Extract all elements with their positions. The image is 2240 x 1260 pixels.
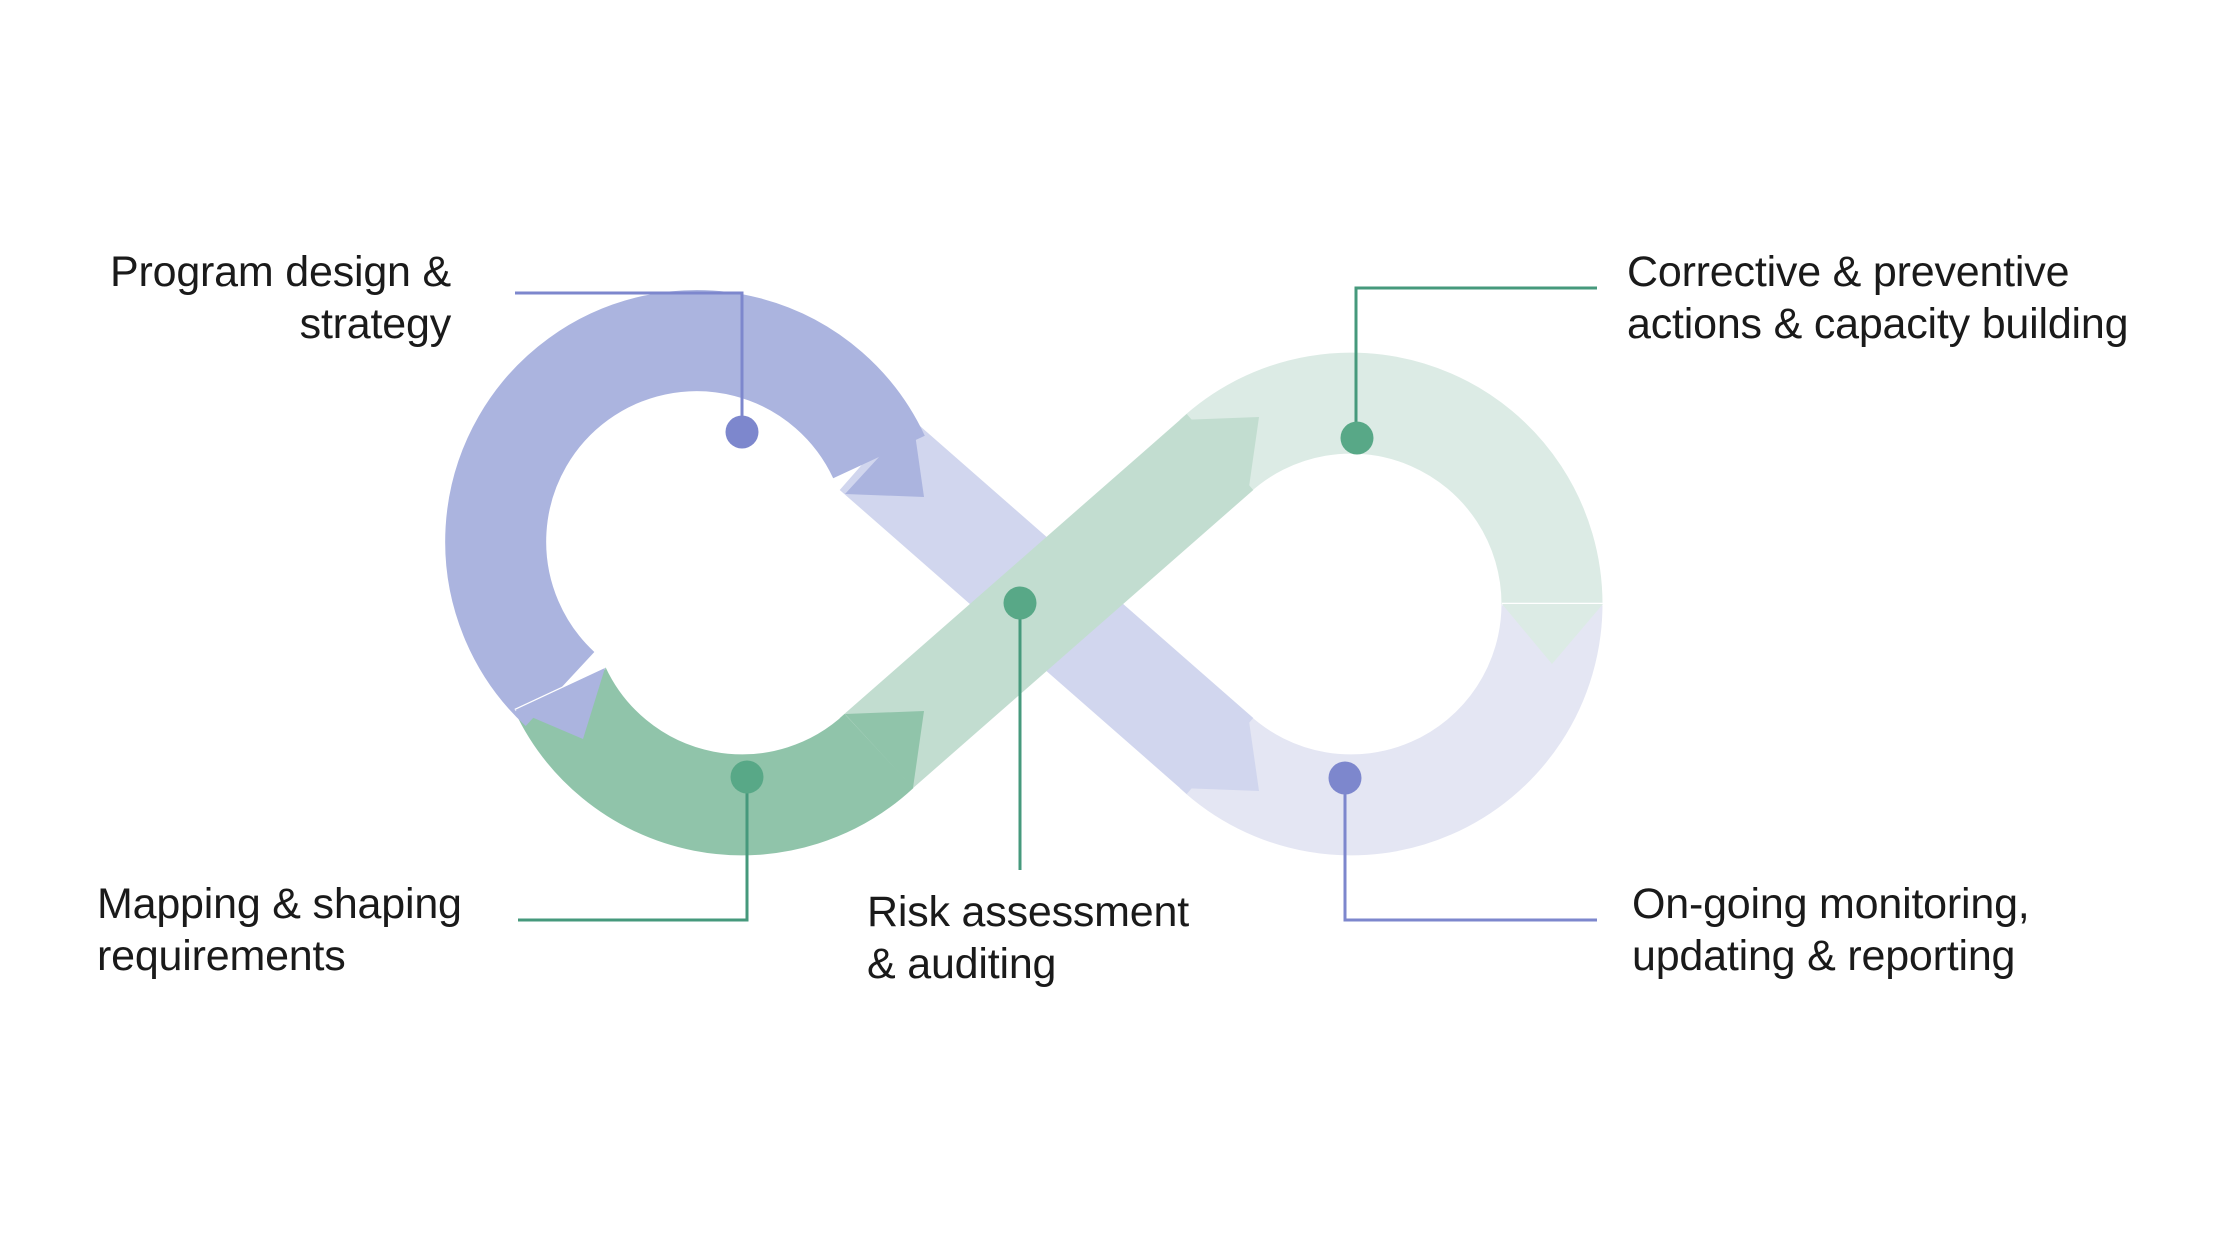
stage-label-mapping: Mapping & shaping requirements [97,878,462,982]
chevron-light-purple [1180,714,1259,791]
stage-label-line: updating & reporting [1632,932,2016,980]
segment-arc-ongoing [1179,602,1603,856]
connector-program [515,291,744,432]
chevron-medium-green [845,711,924,788]
stage-label-program: Program design & strategy [110,246,451,350]
stage-label-line: Mapping & shaping [97,880,462,928]
stage-dot-risk [1003,586,1037,620]
stage-label-line: & auditing [867,940,1057,988]
segment-arc-program [445,290,925,726]
chevron-light-green [1180,417,1259,494]
connector-mapping [518,777,749,922]
stage-label-line: Corrective & preventive [1627,248,2070,296]
segment-arc-mapping [514,666,914,856]
stage-dot-program [725,415,759,449]
stage-label-line: On-going monitoring, [1632,880,2030,928]
stage-dot-mapping [730,760,764,794]
stage-label-risk: Risk assessment & auditing [867,886,1189,990]
stage-label-line: requirements [97,932,346,980]
stage-label-line: strategy [299,300,452,348]
stage-label-line: Risk assessment [867,888,1189,936]
chevron-medium-purple [515,668,605,739]
stage-dot-ongoing [1328,761,1362,795]
stage-label-line: actions & capacity building [1627,300,2129,348]
chevron-pale-green [1502,604,1603,664]
connector-corrective [1354,286,1597,438]
stage-label-line: Program design & [110,248,451,296]
chevron-medium-purple-cross [845,420,924,497]
stage-label-corrective: Corrective & preventive actions & capaci… [1627,246,2129,350]
ribbon-light-green [839,414,1254,794]
segment-arc-corrective [1179,352,1603,606]
stage-dot-corrective [1340,421,1374,455]
stage-label-ongoing: On-going monitoring, updating & reportin… [1632,878,2030,982]
connector-ongoing [1343,778,1597,922]
